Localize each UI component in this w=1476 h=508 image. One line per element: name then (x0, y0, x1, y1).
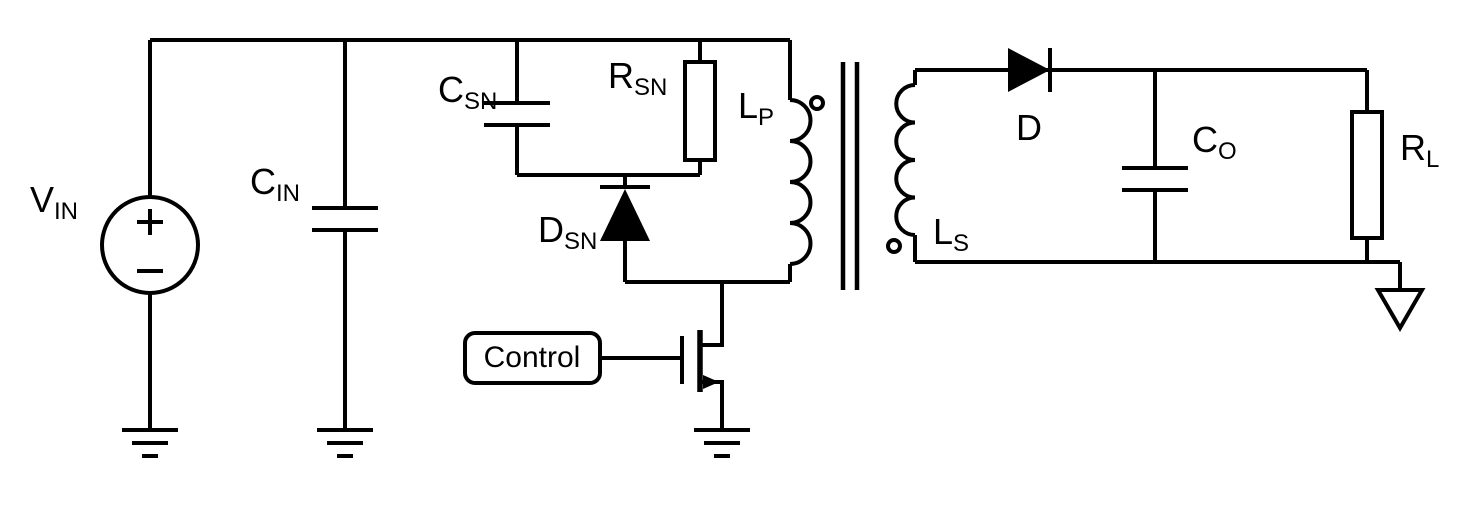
label-main: V (30, 179, 54, 220)
label-rsn: RSN (608, 55, 667, 101)
control-block: Control (463, 331, 602, 385)
label-d: D (1016, 107, 1042, 148)
label-sub: IN (276, 180, 300, 207)
ground-symbol-mosfet (692, 428, 752, 458)
label-sub: IN (54, 198, 78, 225)
label-main: L (933, 211, 953, 252)
ground-symbol-cin (315, 428, 375, 458)
label-rl: RL (1400, 127, 1439, 173)
label-sub: O (1218, 138, 1237, 165)
capacitor-plates (1122, 166, 1188, 192)
label-sub: SN (464, 88, 497, 115)
diode-d (1008, 48, 1052, 92)
label-csn: CSN (438, 69, 497, 115)
resistor-body (1350, 110, 1384, 240)
label-sub: SN (564, 228, 597, 255)
label-sub: S (953, 230, 969, 257)
transformer-primary-lp (789, 95, 825, 266)
label-main: D (1016, 107, 1042, 148)
vin-circle (100, 195, 200, 295)
label-sub: L (1426, 146, 1439, 173)
voltage-source-vin (100, 195, 200, 295)
label-sub: SN (634, 74, 667, 101)
control-box (463, 331, 602, 385)
capacitor-co (1122, 166, 1188, 192)
diode-dsn (600, 185, 650, 241)
control-label: Control (484, 341, 581, 374)
label-main: R (608, 55, 634, 96)
polarity-dot-primary (809, 95, 825, 111)
label-main: C (250, 161, 276, 202)
resistor-body (683, 60, 717, 162)
label-ls: LS (933, 211, 969, 257)
label-main: C (1192, 119, 1218, 160)
label-co: CO (1192, 119, 1237, 165)
ground-symbol-vin (120, 428, 180, 458)
capacitor-plates (484, 101, 550, 127)
transformer-secondary-ls (886, 83, 916, 254)
wire-mosfet-source (700, 380, 724, 430)
label-main: L (738, 85, 758, 126)
wire-secondary-bottom-rail (915, 260, 1402, 290)
label-main: R (1400, 127, 1426, 168)
ground-symbol-output (1374, 288, 1426, 332)
label-main: D (538, 209, 564, 250)
wires (148, 38, 1402, 430)
diode-triangle (600, 189, 650, 241)
capacitor-plates (312, 206, 378, 232)
diode-triangle (1008, 48, 1050, 92)
core-lines (840, 62, 860, 290)
label-dsn: DSN (538, 209, 597, 255)
plus-sign (137, 209, 163, 235)
resistor-rl (1350, 110, 1384, 240)
wire-mosfet-drain (700, 282, 724, 347)
label-vin: VIN (30, 179, 78, 225)
label-cin: CIN (250, 161, 300, 207)
mosfet-source-arrow (703, 375, 719, 389)
capacitor-cin (312, 206, 378, 232)
mosfet-switch (680, 330, 719, 392)
polarity-dot-secondary (886, 238, 902, 254)
resistor-rsn (683, 60, 717, 162)
transformer-core (840, 62, 860, 290)
capacitor-csn (484, 101, 550, 127)
secondary-coil (894, 83, 916, 237)
label-main: C (438, 69, 464, 110)
label-lp: LP (738, 85, 774, 131)
primary-coil (789, 98, 813, 266)
label-sub: P (758, 104, 774, 131)
